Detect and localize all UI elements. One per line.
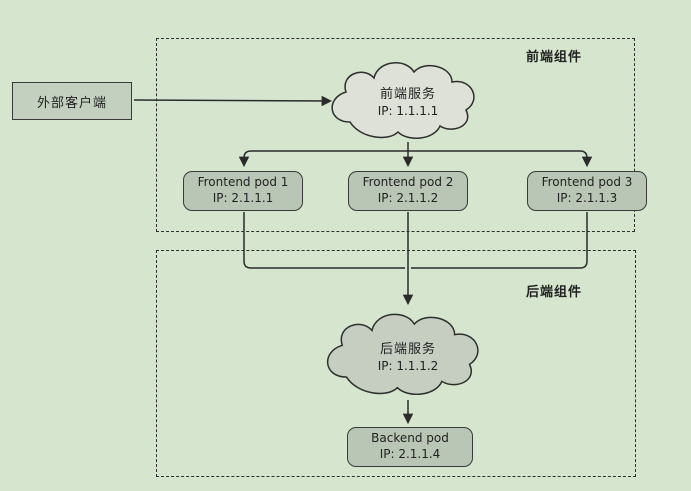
frontend-pod-1: Frontend pod 1 IP: 2.1.1.1 [183,171,303,211]
backend-group-label: 后端组件 [525,285,582,300]
frontend-service-label: 前端服务 IP: 1.1.1.1 [338,87,478,119]
frontend-pod-2: Frontend pod 2 IP: 2.1.1.2 [348,171,468,211]
backend-service-name: 后端服务 [379,342,436,357]
backend-group-box [156,250,636,477]
frontend-pod-2-name: Frontend pod 2 [362,175,454,190]
frontend-group-box [156,38,635,232]
external-client-label: 外部客户端 [36,95,107,111]
frontend-group-label: 前端组件 [525,50,582,65]
frontend-pod-3: Frontend pod 3 IP: 2.1.1.3 [527,171,647,211]
frontend-pod-1-name: Frontend pod 1 [197,175,289,190]
backend-pod-ip: IP: 2.1.1.4 [379,447,441,461]
frontend-pod-1-ip: IP: 2.1.1.1 [212,191,274,205]
backend-service-ip: IP: 1.1.1.2 [377,358,439,373]
frontend-service-ip: IP: 1.1.1.1 [377,103,439,118]
backend-pod-name: Backend pod [371,431,449,446]
frontend-pod-3-ip: IP: 2.1.1.3 [556,191,618,205]
backend-pod: Backend pod IP: 2.1.1.4 [347,427,473,467]
arrow-client-to-frontend-service [133,95,333,107]
backend-service-label: 后端服务 IP: 1.1.1.2 [338,342,478,374]
frontend-pod-2-ip: IP: 2.1.1.2 [377,191,439,205]
frontend-service-name: 前端服务 [379,87,436,102]
external-client-box: 外部客户端 [12,82,132,120]
arrow-frontend-service-to-pod1 [238,150,408,168]
connector-pod3-to-backend [411,212,588,269]
frontend-pod-3-name: Frontend pod 3 [541,175,633,190]
connector-pod1-to-backend [243,212,405,269]
arrow-frontend-service-to-pod3 [408,150,593,168]
